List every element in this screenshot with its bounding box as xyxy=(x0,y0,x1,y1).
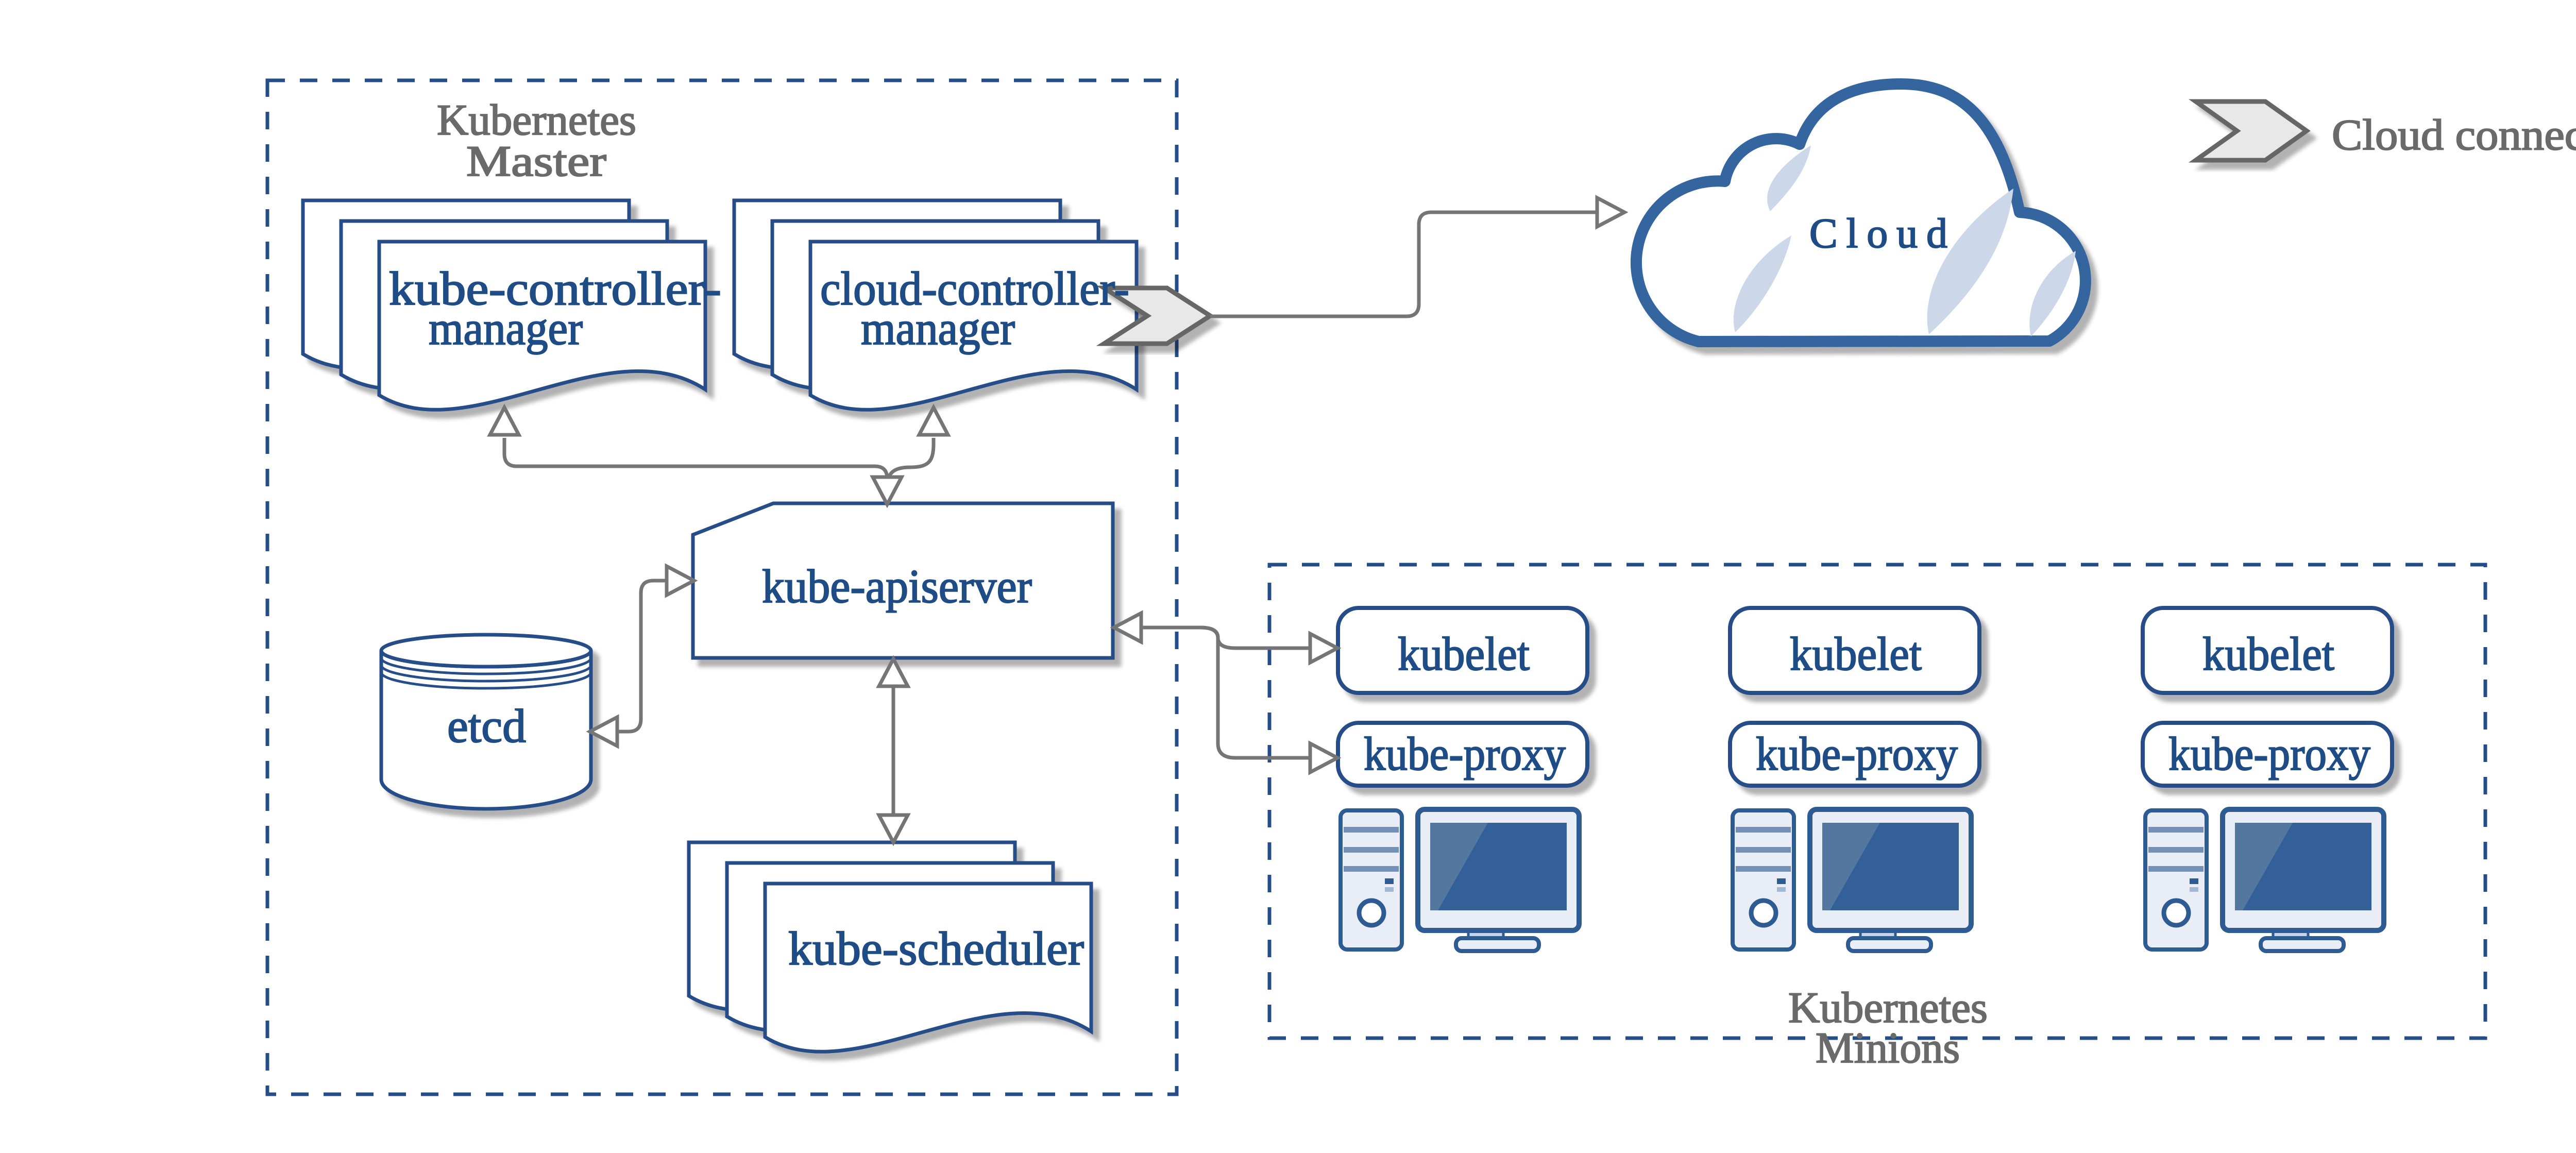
svg-text:kube-apiserver: kube-apiserver xyxy=(762,560,1032,613)
svg-text:Kubernetes: Kubernetes xyxy=(1788,984,1988,1032)
svg-text:Master: Master xyxy=(466,137,606,185)
svg-text:Cloud: Cloud xyxy=(1809,210,1947,257)
svg-text:kube-proxy: kube-proxy xyxy=(1756,727,1958,780)
svg-text:kube-proxy: kube-proxy xyxy=(2168,727,2370,780)
svg-text:manager: manager xyxy=(429,302,583,354)
svg-text:kubelet: kubelet xyxy=(1790,628,1922,680)
svg-text:kube-controller-: kube-controller- xyxy=(389,262,721,315)
svg-text:kube-scheduler: kube-scheduler xyxy=(788,922,1084,975)
svg-text:manager: manager xyxy=(861,302,1015,354)
svg-text:kube-proxy: kube-proxy xyxy=(1364,727,1566,780)
svg-text:etcd: etcd xyxy=(447,700,526,752)
svg-text:Kubernetes: Kubernetes xyxy=(437,96,636,144)
svg-text:cloud-controller-: cloud-controller- xyxy=(820,262,1129,315)
svg-text:kubelet: kubelet xyxy=(2202,628,2334,680)
svg-text:Cloud connector: Cloud connector xyxy=(2332,111,2576,159)
svg-text:kubelet: kubelet xyxy=(1398,628,1530,680)
svg-text:Minions: Minions xyxy=(1816,1024,1960,1072)
